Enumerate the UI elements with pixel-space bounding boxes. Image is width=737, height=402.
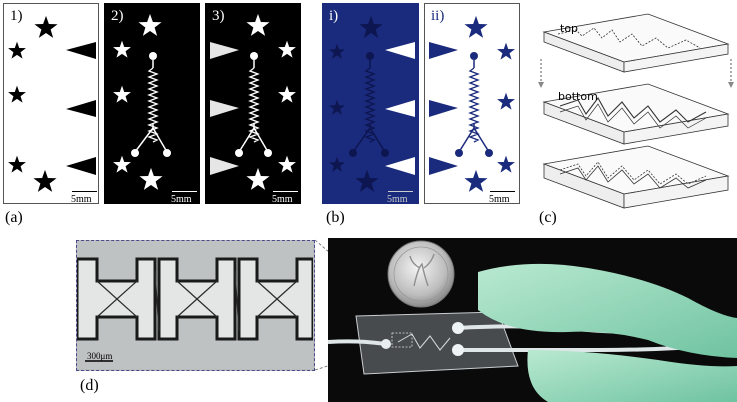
scale-bar-bii xyxy=(490,191,515,192)
sublabel-a3: 3) xyxy=(212,8,225,24)
mask-panel-bii: ii) 5mm xyxy=(424,3,520,204)
scale-bar-bi xyxy=(388,191,413,192)
scale-label-bi: 5mm xyxy=(387,194,408,204)
scale-label-d: 300μm xyxy=(87,351,113,361)
scale-label-a2: 5mm xyxy=(171,194,192,204)
sublabel-bii: ii) xyxy=(431,8,445,24)
panel-label-c: (c) xyxy=(539,209,557,226)
panel-label-a: (a) xyxy=(5,209,23,226)
scale-bar-a3 xyxy=(273,191,298,192)
layer-label-bottom: bottom xyxy=(558,90,598,103)
scale-bar-a2 xyxy=(172,191,197,192)
panel-label-b: (b) xyxy=(326,209,345,226)
scale-bar-a1 xyxy=(72,191,97,192)
layer-diagram: top bottom xyxy=(538,4,737,214)
device-photo xyxy=(328,238,737,402)
sublabel-a1: 1) xyxy=(10,8,23,24)
mask-panel-bi: i) 5mm xyxy=(322,3,419,204)
mask-panel-a3: 3) 5mm xyxy=(205,3,301,204)
layer-label-top: top xyxy=(560,22,579,35)
sublabel-bi: i) xyxy=(329,8,339,24)
panel-label-d: (d) xyxy=(80,377,99,394)
scale-label-bii: 5mm xyxy=(489,194,510,204)
micrograph-panel: 300μm xyxy=(76,240,315,371)
sublabel-a2: 2) xyxy=(111,8,124,24)
mask-panel-a1: 1) 5mm xyxy=(3,3,99,204)
scale-label-a3: 5mm xyxy=(272,194,293,204)
scale-label-a1: 5mm xyxy=(71,194,92,204)
mask-panel-a2: 2) 5mm xyxy=(104,3,200,204)
